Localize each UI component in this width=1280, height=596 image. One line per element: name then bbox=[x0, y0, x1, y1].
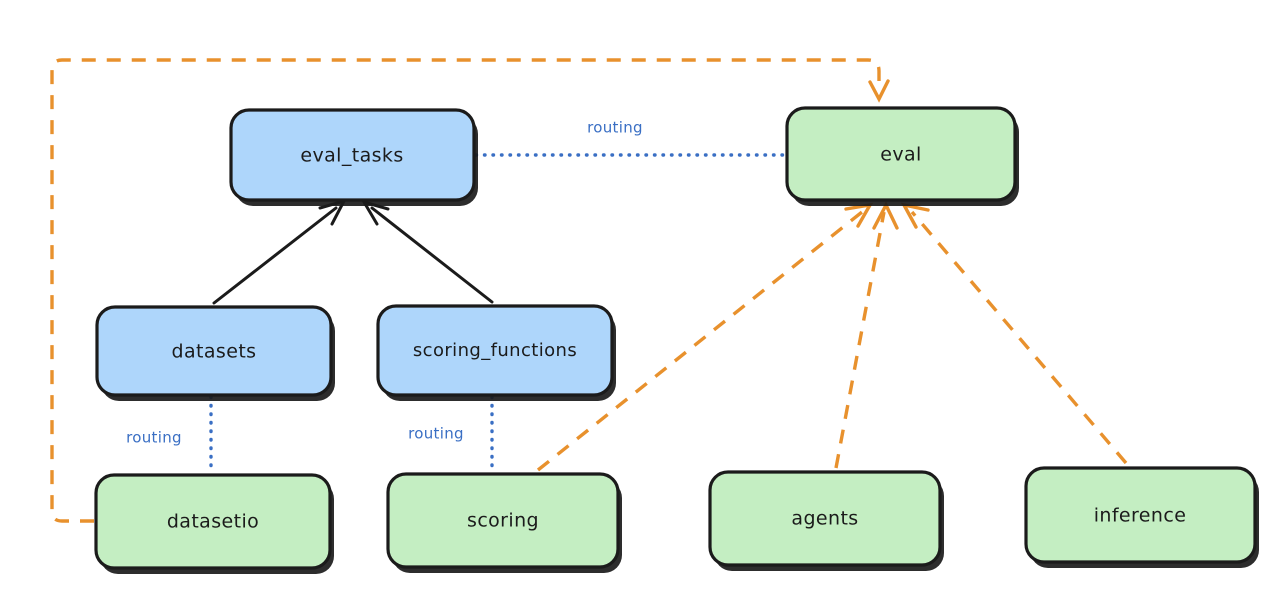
edge-datasetio-to-eval bbox=[50, 58, 890, 523]
node-agents-label: agents bbox=[791, 508, 858, 530]
node-inference-label: inference bbox=[1094, 505, 1187, 527]
node-agents-body bbox=[708, 470, 942, 567]
edge-scoring-functions-to-eval-tasks bbox=[360, 199, 494, 304]
node-datasets-label: datasets bbox=[172, 341, 257, 363]
node-datasets-body bbox=[95, 305, 333, 397]
node-scoring-functions-label: scoring_functions bbox=[413, 340, 577, 361]
edge-agents-to-eval bbox=[834, 201, 899, 469]
node-scoring[interactable]: scoring bbox=[386, 472, 622, 573]
node-layer: eval_tasks eval datasets scoring_functio… bbox=[94, 106, 1259, 574]
node-eval-body bbox=[785, 106, 1017, 202]
arrowhead-inference-eval bbox=[900, 202, 930, 229]
node-eval-tasks-label: eval_tasks bbox=[300, 145, 403, 167]
edge-datasets-to-eval-tasks bbox=[212, 198, 347, 305]
node-inference-body bbox=[1024, 466, 1257, 564]
node-eval-label: eval bbox=[880, 144, 921, 166]
node-inference[interactable]: inference bbox=[1024, 466, 1259, 568]
node-datasetio-label: datasetio bbox=[167, 511, 259, 533]
node-scoring-label: scoring bbox=[467, 510, 539, 532]
node-agents[interactable]: agents bbox=[708, 470, 944, 571]
node-eval-tasks[interactable]: eval_tasks bbox=[229, 108, 478, 206]
node-scoring-functions-body bbox=[376, 304, 614, 397]
node-datasetio[interactable]: datasetio bbox=[94, 473, 334, 574]
node-scoring-body bbox=[386, 472, 620, 569]
node-datasets[interactable]: datasets bbox=[95, 305, 335, 401]
edge-inference-to-eval bbox=[900, 202, 1128, 465]
edge-label-routing-eval-tasks: routing bbox=[587, 119, 643, 137]
arrowhead-agents-eval bbox=[872, 201, 899, 230]
node-datasetio-body bbox=[94, 473, 332, 570]
edge-label-routing-datasets: routing bbox=[126, 429, 182, 447]
node-eval-tasks-body bbox=[229, 108, 476, 202]
node-eval[interactable]: eval bbox=[785, 106, 1019, 206]
arrowhead-datasetio-eval bbox=[868, 79, 890, 103]
node-scoring-functions[interactable]: scoring_functions bbox=[376, 304, 616, 401]
edge-label-routing-scoring-functions: routing bbox=[408, 425, 464, 443]
edge-label-layer: routing routing routing bbox=[126, 119, 643, 447]
